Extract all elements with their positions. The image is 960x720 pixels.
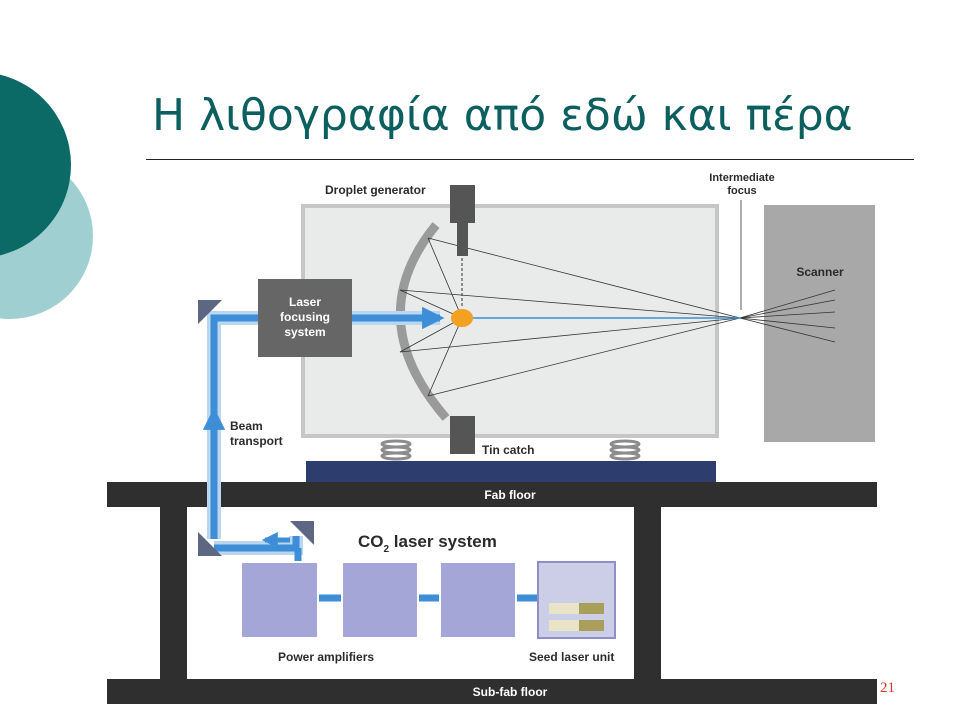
- droplet-generator-body: [450, 185, 475, 223]
- sub-fab-floor-bar: [107, 679, 877, 704]
- droplet-generator-label: Droplet generator: [325, 183, 426, 197]
- title-underline: [146, 159, 914, 160]
- left-spring: [380, 439, 412, 461]
- sub-fab-floor-label: Sub-fab floor: [473, 685, 548, 699]
- laser-focusing-label-line2: focusing: [280, 310, 330, 324]
- co2-laser-system-label: CO2 laser system: [358, 532, 497, 555]
- beam-transport-label-line1: Beam: [230, 419, 263, 433]
- seed-laser-unit-label: Seed laser unit: [529, 650, 614, 664]
- right-spring: [609, 439, 641, 461]
- focus-rays: [399, 237, 836, 397]
- tin-catch-label: Tin catch: [482, 443, 534, 457]
- beam-mirror-bottom-left: [198, 532, 222, 556]
- right-support-pillar: [634, 507, 661, 679]
- beam-mirror-top: [198, 300, 222, 324]
- laser-focusing-box: [258, 279, 352, 357]
- power-amplifier-1: [240, 561, 319, 639]
- scanner-box: [764, 205, 875, 442]
- droplet-generator-nozzle: [457, 223, 468, 256]
- page-number: 21: [880, 680, 895, 696]
- beam-transport-label-line2: transport: [230, 434, 283, 448]
- left-support-pillar: [160, 507, 187, 679]
- platform-base: [306, 461, 716, 482]
- source-vessel: [301, 204, 719, 438]
- laser-focusing-label-line1: Laser: [289, 295, 321, 309]
- beam-mirror-bottom-right: [290, 521, 314, 545]
- dark-teal-circle: [0, 74, 71, 256]
- plasma-droplet: [451, 309, 473, 327]
- slide-title: Η λιθογραφία από εδώ και πέρα: [152, 90, 853, 141]
- intermediate-focus-label-line2: focus: [727, 185, 756, 197]
- fab-floor-bar: [107, 482, 877, 507]
- power-amplifier-3: [439, 561, 517, 639]
- beam-path: [202, 306, 540, 602]
- seed-laser-modules: [549, 603, 604, 631]
- power-amplifiers-label: Power amplifiers: [278, 650, 374, 664]
- intermediate-focus-label-line1: Intermediate: [709, 172, 774, 184]
- power-amplifier-2: [341, 561, 419, 639]
- scanner-label: Scanner: [796, 265, 844, 279]
- laser-focusing-label-line3: system: [284, 325, 325, 339]
- fab-floor-label: Fab floor: [484, 488, 536, 502]
- tin-catch-body: [450, 416, 475, 454]
